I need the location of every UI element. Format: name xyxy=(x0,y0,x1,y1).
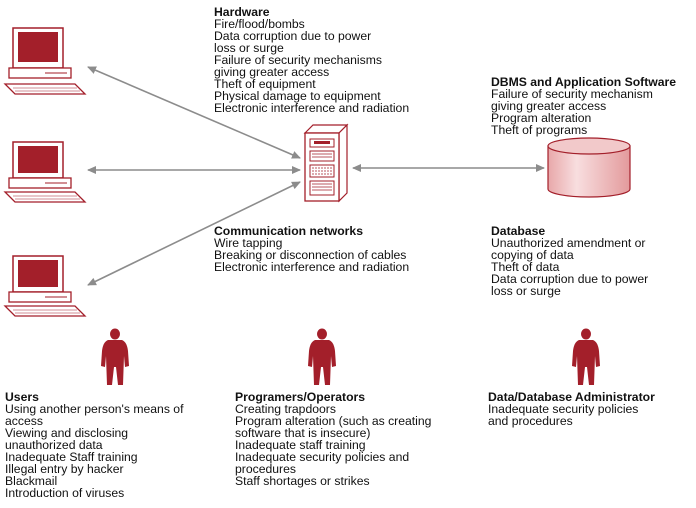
database-threat-line: Data corruption due to power xyxy=(491,272,649,286)
programmers-threat-line: Staff shortages or strikes xyxy=(235,474,370,488)
programmers-threat-line: Program alteration (such as creating xyxy=(235,414,432,428)
hardware-threat-line: giving greater access xyxy=(214,65,330,79)
users-threat-line: Using another person's means of xyxy=(5,402,184,416)
communication-threat-line: Breaking or disconnection of cables xyxy=(214,248,407,262)
computer-terminal-icon xyxy=(3,27,87,95)
hardware-threat-line: loss or surge xyxy=(214,41,284,55)
dbms-threats: DBMS and Application Software Failure of… xyxy=(491,76,676,136)
dbms-title: DBMS and Application Software xyxy=(491,75,677,89)
dbms-threat-line: giving greater access xyxy=(491,99,607,113)
dba-threat-line: Inadequate security policies xyxy=(488,402,639,416)
server-tower-icon xyxy=(303,123,349,203)
users-title: Users xyxy=(5,390,39,404)
communication-threat-line: Wire tapping xyxy=(214,236,283,250)
dba-title: Data/Database Administrator xyxy=(488,390,655,404)
database-title: Database xyxy=(491,224,546,238)
users-threat-line: Inadequate Staff training xyxy=(5,450,138,464)
programmers-threat-line: Inadequate security policies and xyxy=(235,450,410,464)
dbms-threat-line: Failure of security mechanism xyxy=(491,87,653,101)
hardware-threat-line: Theft of equipment xyxy=(214,77,316,91)
database-threat-line: Theft of data xyxy=(491,260,560,274)
dbms-threat-line: Program alteration xyxy=(491,111,592,125)
dba-threat-line: and procedures xyxy=(488,414,573,428)
hardware-threat-line: Electronic interference and radiation xyxy=(214,101,410,115)
hardware-title: Hardware xyxy=(214,5,270,19)
programmers-threat-line: Inadequate staff training xyxy=(235,438,366,452)
dbms-threat-line: Theft of programs xyxy=(491,123,588,137)
database-threat-line: loss or surge xyxy=(491,284,561,298)
database-threat-line: copying of data xyxy=(491,248,574,262)
hardware-threat-line: Failure of security mechanisms xyxy=(214,53,382,67)
person-silhouette-icon xyxy=(308,328,336,385)
person-silhouette-icon xyxy=(101,328,129,385)
programmers-threat-line: procedures xyxy=(235,462,296,476)
arrow-terminal3-server xyxy=(87,181,301,286)
hardware-threat-line: Fire/flood/bombs xyxy=(214,17,305,31)
dba-threats: Data/Database Administrator Inadequate s… xyxy=(488,391,655,427)
users-threat-line: unauthorized data xyxy=(5,438,103,452)
computer-terminal-icon xyxy=(3,141,87,203)
communication-threat-line: Electronic interference and radiation xyxy=(214,260,410,274)
programmers-title: Programers/Operators xyxy=(235,390,366,404)
users-threat-line: Introduction of viruses xyxy=(5,486,125,500)
programmers-threat-line: Creating trapdoors xyxy=(235,402,336,416)
hardware-threat-line: Physical damage to equipment xyxy=(214,89,381,103)
users-threat-line: Illegal entry by hacker xyxy=(5,462,124,476)
database-cylinder-icon xyxy=(547,137,631,198)
communication-title: Communication networks xyxy=(214,224,363,238)
programmers-threat-line: software that is insecure) xyxy=(235,426,371,440)
users-threat-line: access xyxy=(5,414,43,428)
person-silhouette-icon xyxy=(572,328,600,385)
computer-terminal-icon xyxy=(3,255,87,317)
users-threat-line: Viewing and disclosing xyxy=(5,426,129,440)
arrow-terminal1-server xyxy=(87,66,301,159)
hardware-threat-line: Data corruption due to power xyxy=(214,29,372,43)
database-threat-line: Unauthorized amendment or xyxy=(491,236,646,250)
users-threat-line: Blackmail xyxy=(5,474,58,488)
